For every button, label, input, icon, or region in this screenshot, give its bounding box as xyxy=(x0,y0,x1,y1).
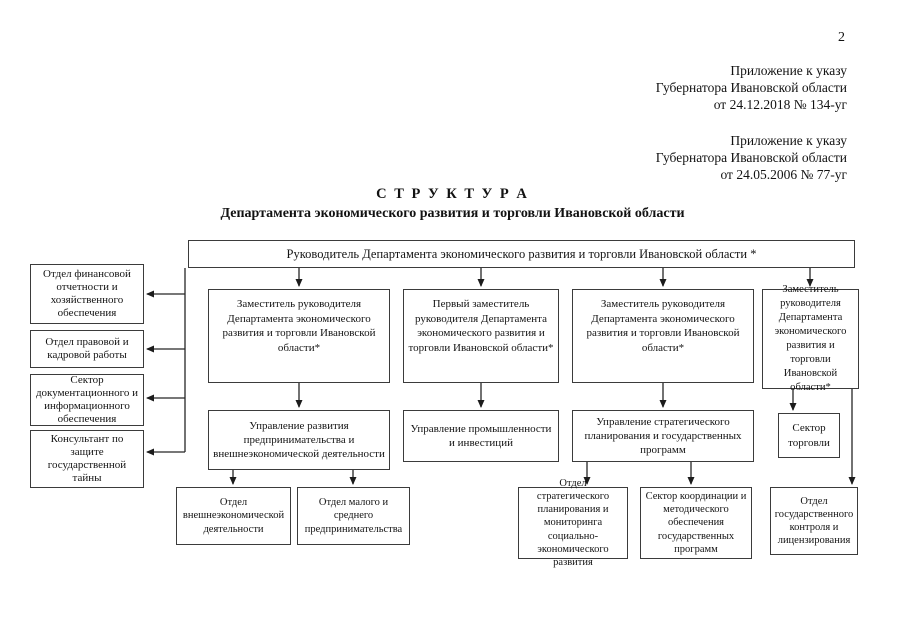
org-node-sector-coordination: Сектор координации и методического обесп… xyxy=(640,487,752,559)
org-node-consultant-secrets: Консультант по защите государственной та… xyxy=(30,430,144,488)
appendix-note-2: Приложение к указу Губернатора Ивановско… xyxy=(656,132,847,183)
org-node-dept-small-business: Отдел малого и среднего предпринимательс… xyxy=(297,487,410,545)
org-node-deputy-2: Заместитель руководителя Департамента эк… xyxy=(572,289,754,383)
org-node-root: Руководитель Департамента экономического… xyxy=(188,240,855,268)
doc-subtitle: Департамента экономического развития и т… xyxy=(220,206,685,221)
appendix-2-line-2: Губернатора Ивановской области xyxy=(655,150,847,165)
appendix-1-line-1: Приложение к указу xyxy=(730,63,847,78)
org-node-sector-docs: Сектор документационного и информационно… xyxy=(30,374,144,426)
appendix-2-line-3: от 24.05.2006 № 77-уг xyxy=(720,167,847,182)
org-node-dept-foreign-econ: Отдел внешнеэкономической деятельности xyxy=(176,487,291,545)
org-node-unit-strategy: Управление стратегического планирования … xyxy=(572,410,754,462)
org-node-deputy-3: Заместитель руководителя Департамента эк… xyxy=(762,284,859,393)
org-node-deputy-first: Первый заместитель руководителя Департам… xyxy=(403,289,559,383)
appendix-1-line-2: Губернатора Ивановской области xyxy=(655,80,847,95)
appendix-1-line-3: от 24.12.2018 № 134-уг xyxy=(713,97,847,112)
org-node-deputy-1: Заместитель руководителя Департамента эк… xyxy=(208,289,390,383)
appendix-2-line-1: Приложение к указу xyxy=(730,133,847,148)
org-node-dept-finance: Отдел финансовой отчетности и хозяйствен… xyxy=(30,264,144,324)
org-node-dept-strategic-planning: Отдел стратегического планирования и мон… xyxy=(518,478,628,568)
appendix-note-1: Приложение к указу Губернатора Ивановско… xyxy=(656,62,847,113)
org-node-dept-legal: Отдел правовой и кадровой работы xyxy=(30,330,144,368)
org-node-unit-entrepreneurship: Управление развития предпринимательства … xyxy=(208,410,390,470)
org-node-unit-industry: Управление промышленности и инвестиций xyxy=(403,410,559,462)
org-node-sector-trade: Сектор торговли xyxy=(778,413,840,458)
doc-title: С Т Р У К Т У Р А xyxy=(376,186,529,202)
page-number: 2 xyxy=(838,30,845,45)
org-node-dept-state-control: Отдел государственного контроля и лиценз… xyxy=(770,487,858,555)
